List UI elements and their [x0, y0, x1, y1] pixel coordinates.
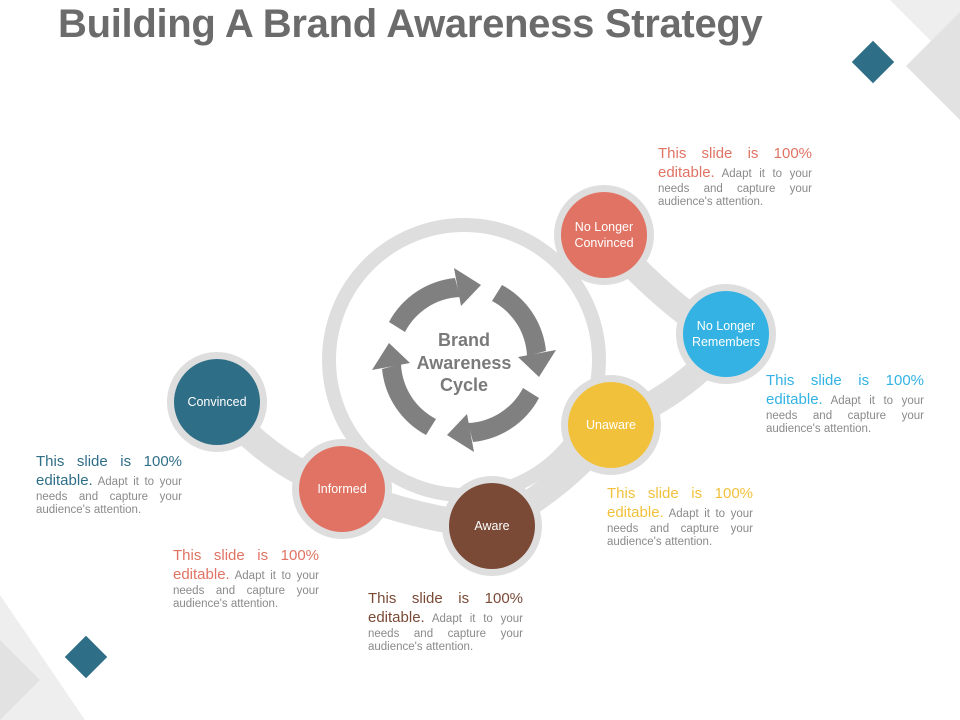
desc-body: Adapt it to your needs and capture your …: [368, 612, 523, 654]
stage-label: Aware: [474, 518, 509, 534]
stage-label-line: Convinced: [187, 394, 247, 409]
desc-no-longer-remembers: This slide is 100% editable. Adapt it to…: [766, 372, 924, 437]
desc-aware: This slide is 100% editable. Adapt it to…: [368, 590, 523, 655]
desc-highlight: This slide is 100% editable.: [766, 372, 924, 408]
desc-highlight: This slide is 100% editable.: [607, 485, 753, 521]
stage-node-aware: Aware: [442, 476, 542, 576]
center-label-line: Brand: [437, 330, 490, 350]
desc-highlight: This slide is 100% editable.: [36, 453, 182, 489]
stage-label: Informed: [317, 481, 366, 497]
stage-label-line: Informed: [317, 481, 367, 496]
desc-unaware: This slide is 100% editable. Adapt it to…: [607, 485, 753, 550]
desc-highlight: This slide is 100% editable.: [658, 145, 812, 181]
stage-label-line: Remembers: [691, 335, 761, 349]
arrow-segment-2: [492, 285, 556, 377]
stage-label-line: No Longer: [574, 219, 634, 234]
stage-node-unaware: Unaware: [561, 375, 661, 475]
slide-title: Building A Brand Awareness Strategy: [58, 2, 763, 46]
stage-label-line: Aware: [474, 518, 510, 533]
cycle-arrows: [372, 268, 556, 452]
stage-label: Unaware: [586, 417, 636, 433]
stage-node-convinced: Convinced: [167, 352, 267, 452]
desc-highlight: This slide is 100% editable.: [173, 547, 319, 583]
arrow-segment-1: [389, 268, 481, 332]
stage-node-informed: Informed: [292, 439, 392, 539]
center-label-line: Awareness: [416, 352, 512, 373]
center-label-line: Cycle: [439, 375, 489, 395]
center-label: Brand Awareness Cycle: [404, 329, 524, 397]
desc-convinced: This slide is 100% editable. Adapt it to…: [36, 453, 182, 518]
stage-label-line: Convinced: [574, 236, 634, 250]
desc-body: Adapt it to your needs and capture your …: [658, 167, 812, 209]
desc-body: Adapt it to your needs and capture your …: [36, 475, 182, 517]
corner-triangle-top-right: [906, 12, 960, 120]
stage-label: Convinced: [187, 394, 246, 410]
corner-triangle-bottom-left-inner: [0, 640, 40, 720]
desc-body: Adapt it to your needs and capture your …: [173, 569, 319, 611]
arrow-segment-3: [447, 388, 539, 452]
desc-no-longer-convinced: This slide is 100% editable. Adapt it to…: [658, 145, 812, 210]
desc-body: Adapt it to your needs and capture your …: [766, 394, 924, 436]
desc-informed: This slide is 100% editable. Adapt it to…: [173, 547, 319, 612]
desc-highlight: This slide is 100% editable.: [368, 590, 523, 626]
stage-label-line: Unaware: [585, 417, 637, 432]
stage-label-line: No Longer: [696, 318, 756, 333]
arrow-segment-4: [372, 343, 436, 435]
desc-body: Adapt it to your needs and capture your …: [607, 507, 753, 549]
